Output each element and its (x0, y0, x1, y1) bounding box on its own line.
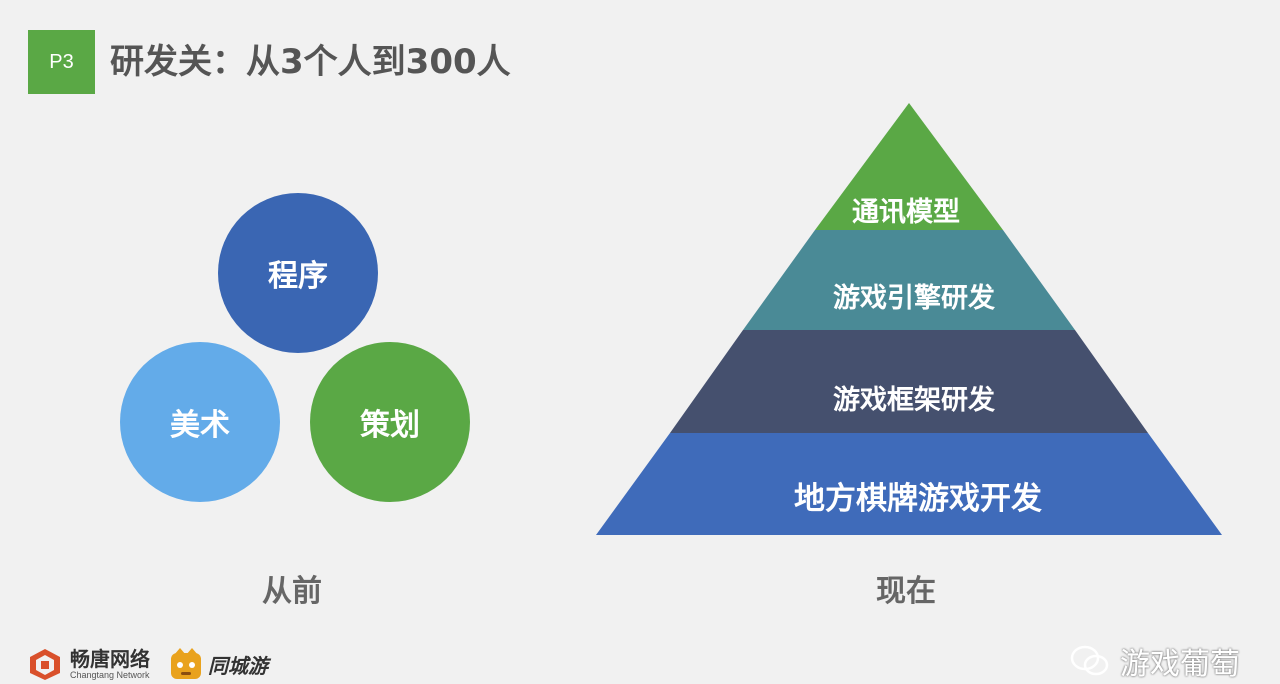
watermark: 游戏葡萄 (1070, 642, 1240, 682)
page-number-badge: P3 (28, 30, 95, 94)
circle-art: 美术 (120, 342, 280, 502)
slide-title: 研发关：从3个人到300人 (110, 42, 511, 82)
tier-label-local-games: 地方棋牌游戏开发 (794, 481, 1042, 517)
logo2-name: 同城游 (208, 653, 268, 678)
pyramid-tier-base (596, 433, 1222, 535)
caption-now: 现在 (876, 574, 936, 609)
tier-label-communication: 通讯模型 (852, 197, 960, 228)
tier-label-engine: 游戏引擎研发 (833, 283, 995, 314)
wechat-icon (1070, 645, 1109, 676)
pyramid-tier-engine (743, 230, 1075, 330)
circle-design: 策划 (310, 342, 470, 502)
logo2: 同城游 (168, 647, 268, 681)
caption-before: 从前 (262, 574, 322, 609)
logo1-english: Changtang Network (70, 669, 150, 680)
tongchengyou-logo-icon (171, 648, 201, 679)
watermark-text: 游戏葡萄 (1120, 647, 1240, 682)
circle-programming: 程序 (218, 193, 378, 353)
pyramid-tier-top (815, 103, 1003, 230)
pyramid-tier-framework (670, 330, 1148, 433)
changtang-logo-icon (30, 649, 60, 680)
footer-logos: 畅唐网络 Changtang Network 同城游 (28, 646, 268, 682)
tier-label-framework: 游戏框架研发 (833, 385, 995, 416)
logo1-name: 畅唐网络 (70, 646, 150, 671)
